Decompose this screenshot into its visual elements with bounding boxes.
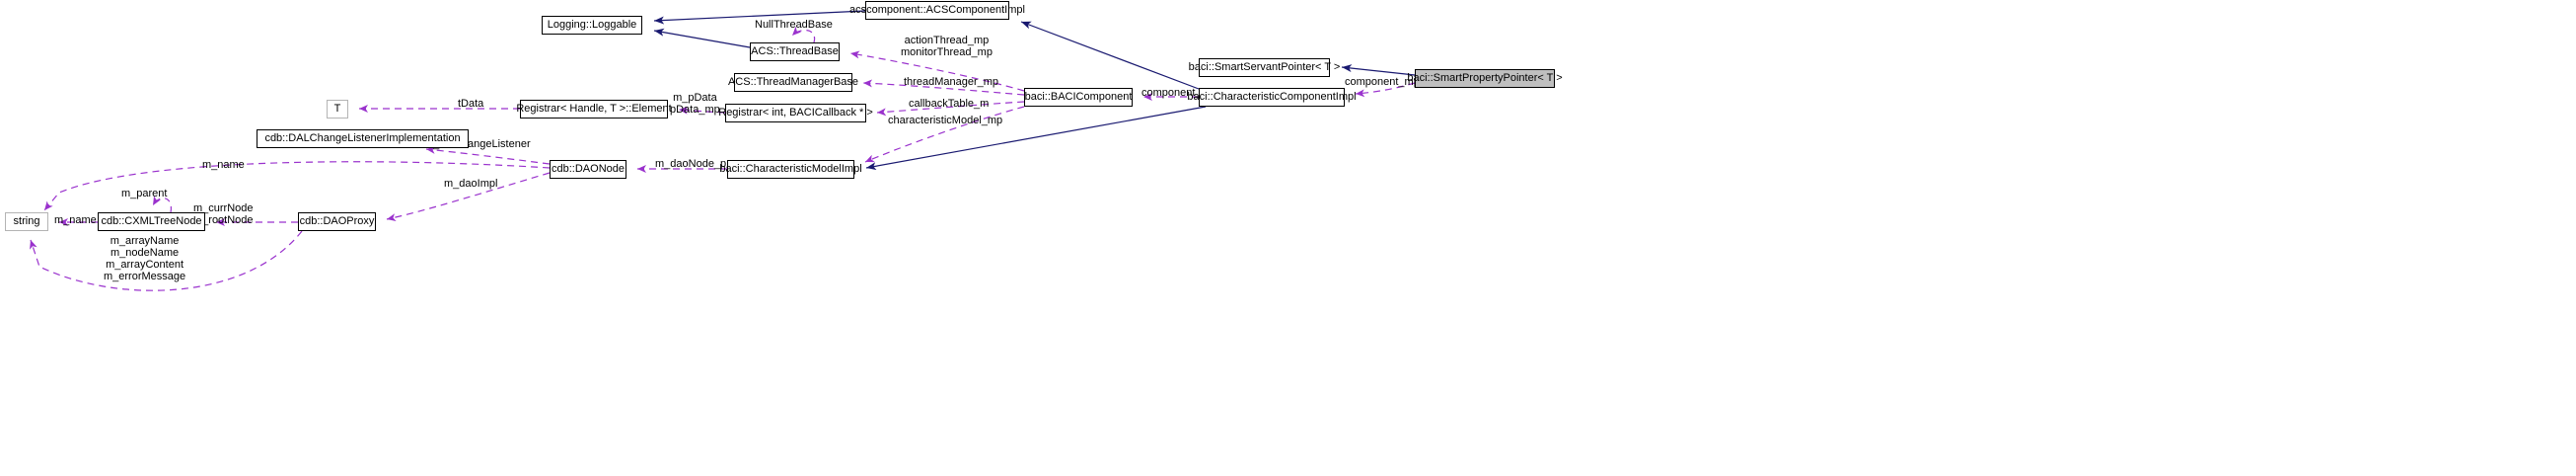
node-baci-bacicomponent[interactable]: baci::BACIComponent: [1024, 88, 1133, 107]
edge-label-m-daonode-p: m_daoNode_p: [655, 158, 727, 170]
node-cdb-dalchangelistenerimplementation[interactable]: cdb::DALChangeListenerImplementation: [257, 129, 469, 148]
edge-label-actionthread-monitorthread: actionThread_mp monitorThread_mp: [901, 35, 993, 58]
edge-threadbase-loggable: [653, 28, 751, 48]
node-baci-characteristicmodelimpl[interactable]: baci::CharacteristicModelImpl: [719, 160, 862, 179]
edge-label-callbacktable-m: callbackTable_m: [909, 98, 990, 110]
edge-label-nullthreadbase: NullThreadBase: [755, 19, 833, 31]
edge-smartpropertyptr-smartservantptr: [1341, 64, 1416, 76]
node-baci-characteristiccomponentimpl[interactable]: baci::CharacteristicComponentImpl: [1187, 88, 1357, 107]
edge-label-daoproxy-string-fields: m_arrayName m_nodeName m_arrayContent m_…: [104, 235, 186, 282]
edge-label-component-mp-bacicomponent: component_mp: [1141, 87, 1216, 99]
edge-charcomponentimpl-acscomponentimpl: [1020, 21, 1200, 90]
node-acscomponent-acscomponentimpl[interactable]: acscomponent::ACSComponentImpl: [849, 1, 1025, 20]
node-template-param-t[interactable]: T: [327, 100, 348, 119]
node-cdb-daonode[interactable]: cdb::DAONode: [550, 160, 626, 179]
node-acs-threadbase[interactable]: ACS::ThreadBase: [750, 42, 840, 61]
edge-label-m-name-cxmltreenode: m_name: [54, 214, 97, 226]
node-baci-smartpropertypointer[interactable]: baci::SmartPropertyPointer< T >: [1407, 69, 1563, 88]
node-cdb-cxmltreenode[interactable]: cdb::CXMLTreeNode: [98, 212, 205, 231]
edge-label-m-parent: m_parent: [121, 188, 168, 199]
node-registrar-int-bacicallback[interactable]: Registrar< int, BACICallback * >: [718, 104, 873, 122]
edge-label-tdata: tData: [458, 98, 484, 110]
node-cdb-daoproxy[interactable]: cdb::DAOProxy: [298, 212, 376, 231]
edge-cxmltreenode-self: [152, 196, 172, 213]
node-registrar-handle-t-element[interactable]: Registrar< Handle, T >::Element: [516, 100, 672, 119]
edge-label-m-daoimpl: m_daoImpl: [444, 178, 498, 190]
edge-daonode-dalchangelistener: [425, 145, 551, 165]
edge-label-threadmanager-mp: threadManager_mp: [904, 76, 999, 88]
edge-label-characteristicmodel-mp: characteristicModel_mp: [888, 115, 1003, 126]
node-logging-loggable[interactable]: Logging::Loggable: [542, 16, 642, 35]
node-baci-smartservantpointer[interactable]: baci::SmartServantPointer< T >: [1189, 58, 1340, 77]
edge-label-m-name-daonode: m_name: [202, 159, 245, 171]
node-string[interactable]: string: [5, 212, 48, 231]
node-acs-threadmanagerbase[interactable]: ACS::ThreadManagerBase: [728, 73, 858, 92]
edge-label-m-pdata-pdata-mp: m_pData pData_mp: [670, 92, 720, 116]
edge-threadbase-self: [791, 26, 816, 43]
